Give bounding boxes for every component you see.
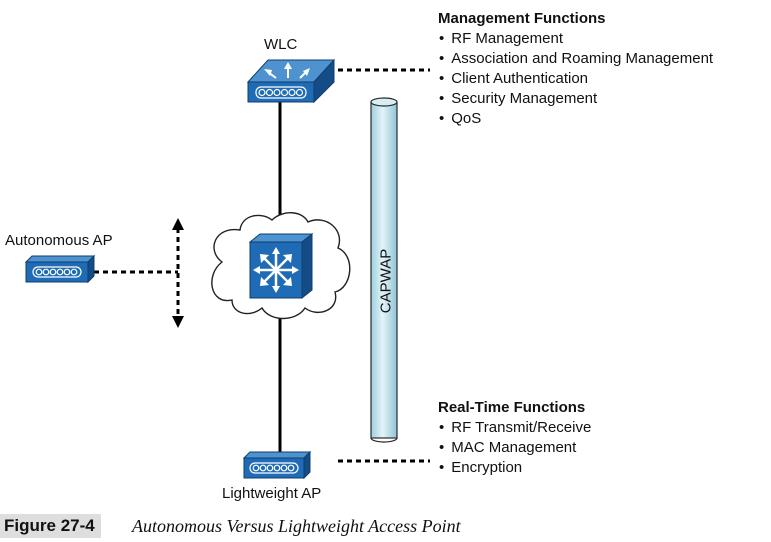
autonomous-ap-vertical-arrow <box>172 218 184 328</box>
autonomous-ap-label: Autonomous AP <box>5 232 113 249</box>
realtime-functions-title: Real-Time Functions <box>438 399 586 416</box>
list-item: Client Authentication <box>439 69 713 89</box>
multilayer-switch-icon <box>248 232 314 300</box>
list-item: Association and Roaming Management <box>439 49 713 69</box>
wlc-icon <box>246 58 336 104</box>
figure-number: 27-4 <box>60 516 95 535</box>
figure-caption: Figure 27-4 Autonomous Versus Lightweigh… <box>0 514 771 540</box>
figure-word: Figure <box>4 516 56 535</box>
list-item: Security Management <box>439 89 713 109</box>
capwap-label: CAPWAP <box>377 248 395 314</box>
capwap-tunnel <box>370 97 398 443</box>
management-functions-list: RF Management Association and Roaming Ma… <box>439 29 713 129</box>
realtime-functions-list: RF Transmit/Receive MAC Management Encry… <box>439 418 591 478</box>
wlc-label: WLC <box>264 36 298 53</box>
list-item: MAC Management <box>439 438 591 458</box>
list-item: Encryption <box>439 458 591 478</box>
management-functions-title: Management Functions <box>438 10 606 27</box>
figure-tag: Figure 27-4 <box>0 514 101 538</box>
list-item: RF Transmit/Receive <box>439 418 591 438</box>
lightweight-ap-label: Lightweight AP <box>222 485 322 502</box>
capwap-label-wrap: CAPWAP <box>375 249 397 313</box>
list-item: QoS <box>439 109 713 129</box>
lightweight-ap-icon <box>242 450 312 480</box>
figure-title: Autonomous Versus Lightweight Access Poi… <box>132 516 461 536</box>
autonomous-ap-icon <box>24 254 96 284</box>
list-item: RF Management <box>439 29 713 49</box>
